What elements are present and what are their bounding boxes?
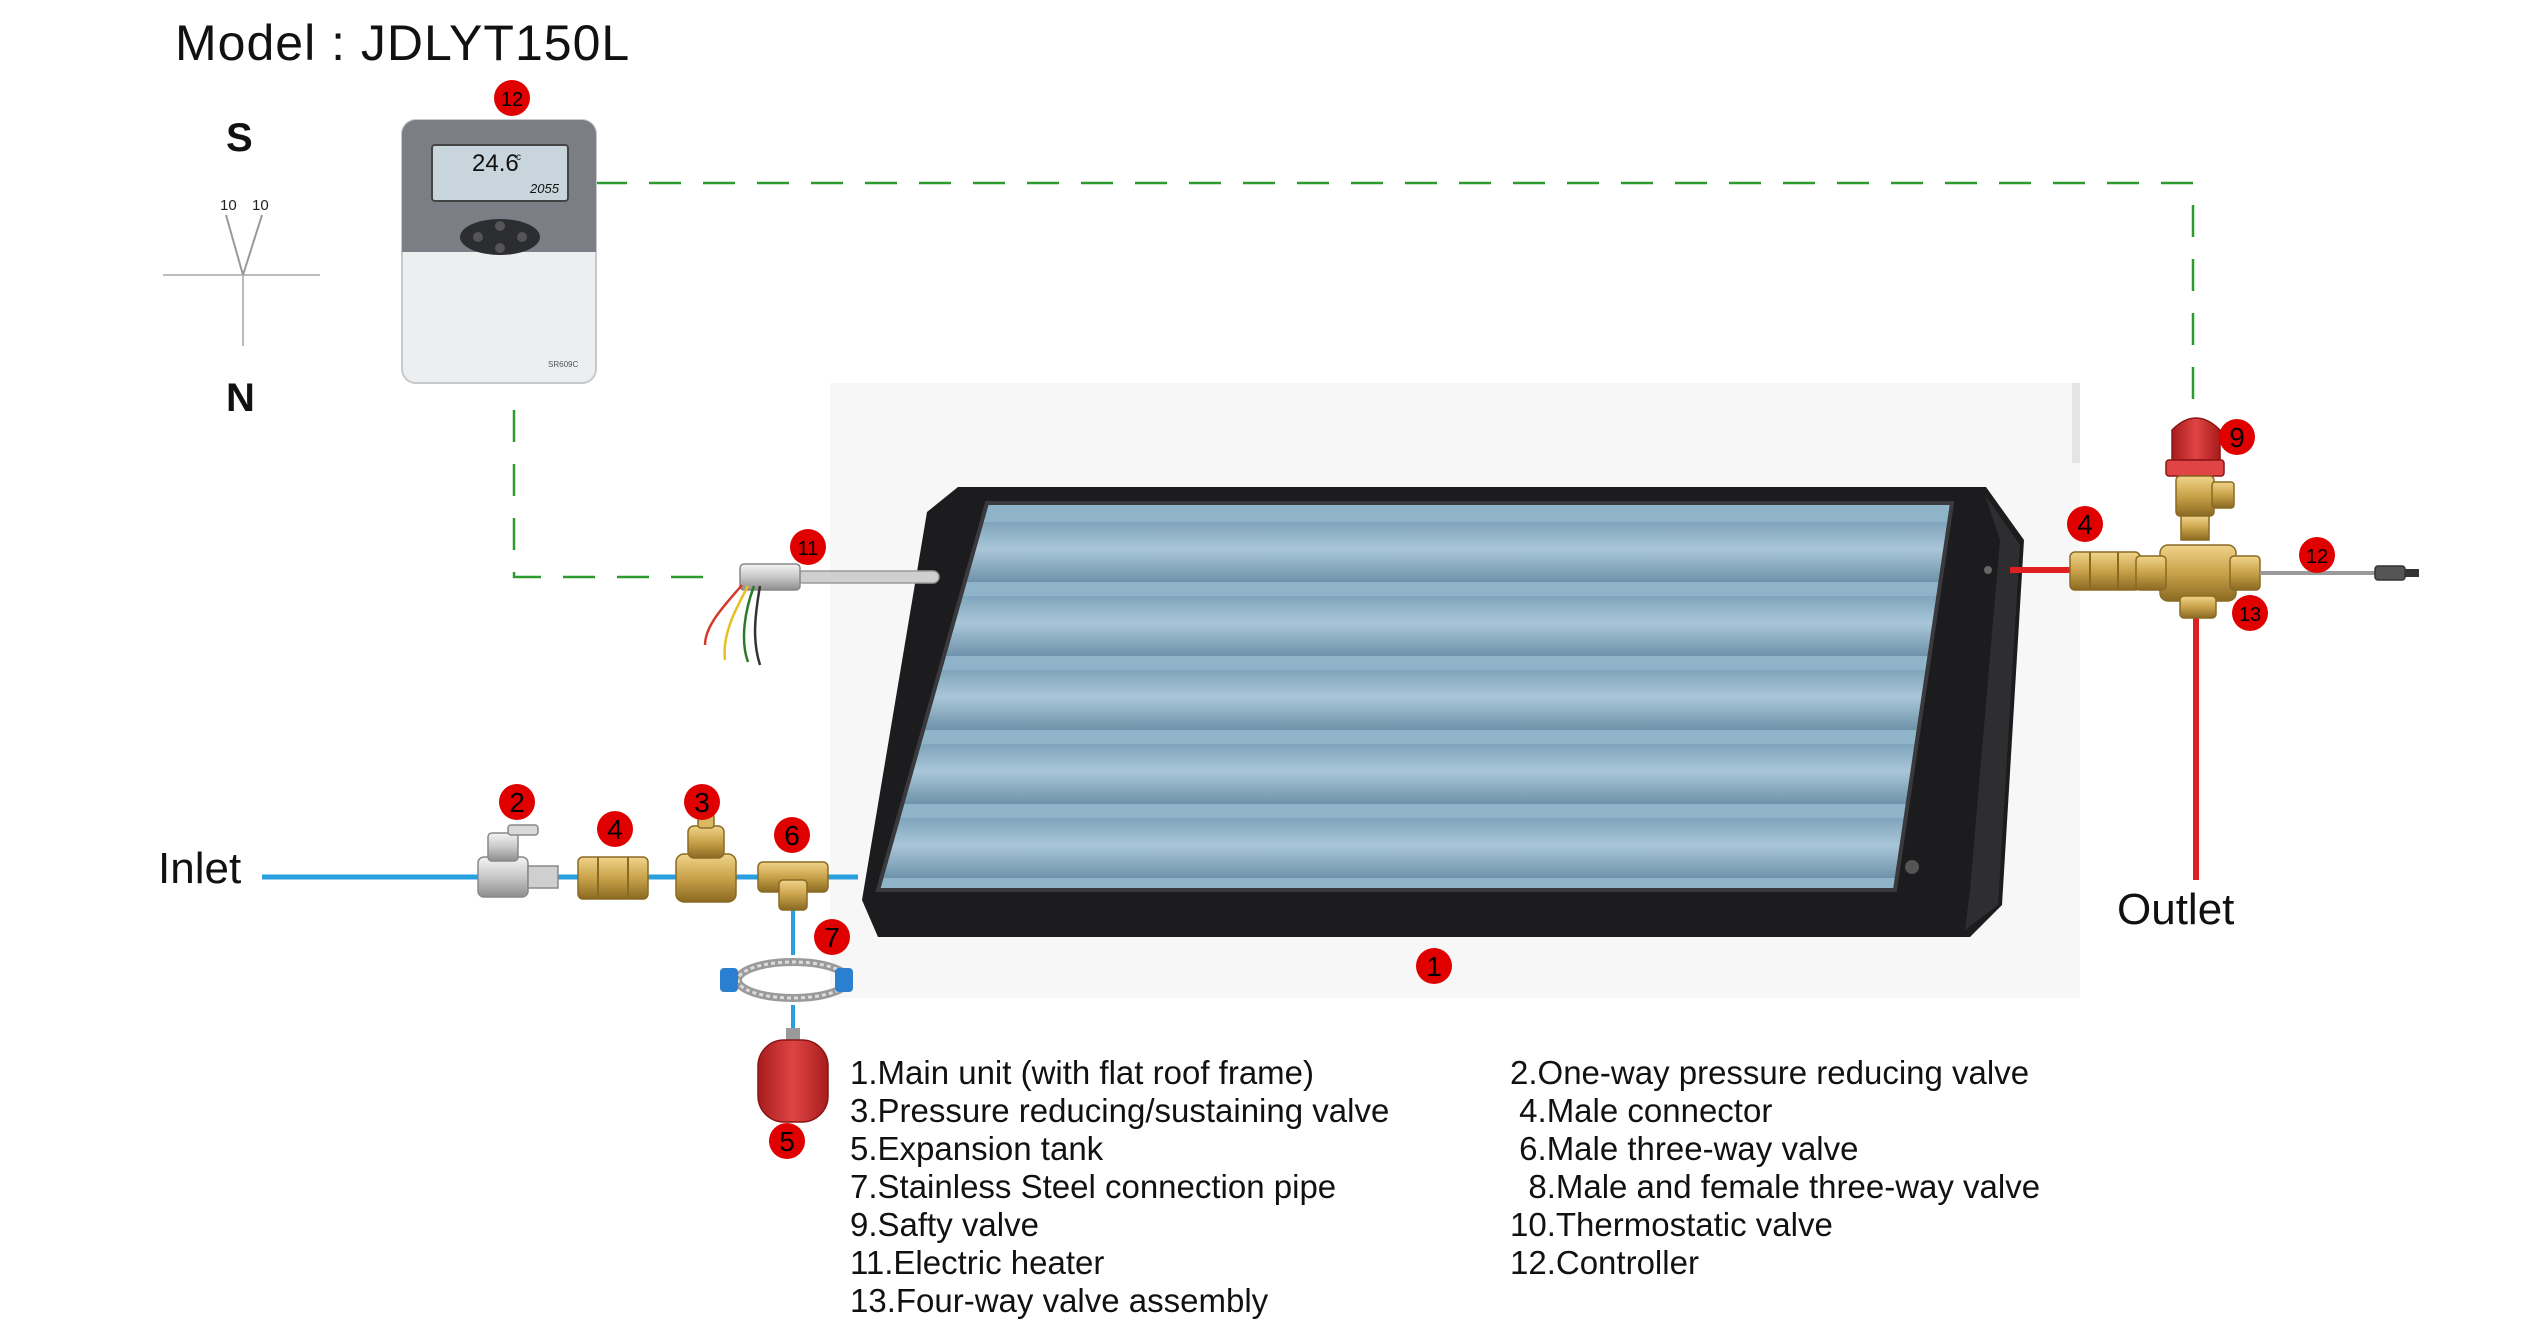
solar-panel (862, 487, 2024, 937)
legend-item: 3.Pressure reducing/sustaining valve (850, 1092, 1390, 1129)
controller: 24.6 c 2055 SR609C (401, 119, 597, 384)
safety-valve (2165, 417, 2235, 541)
svg-text:7: 7 (824, 922, 840, 953)
valve-lever (507, 824, 539, 836)
hose-nut-left (720, 968, 738, 992)
svg-text:4: 4 (2077, 509, 2093, 540)
panel-outlet-port (1984, 566, 1992, 574)
marker-three-way-valve: 6 (774, 817, 810, 853)
inlet-label: Inlet (158, 844, 242, 893)
compass-angle-left: 10 (220, 197, 237, 214)
legend-right-column: 2.One-way pressure reducing valve 4.Male… (1510, 1054, 2040, 1282)
compass-angle-left-line (225, 214, 244, 276)
legend-item: 8.Male and female three-way valve (1510, 1168, 2041, 1205)
part-markers: 1 2 4 3 6 7 5 (494, 80, 2335, 1159)
safety-relief-valve (477, 824, 559, 898)
electric-heater (703, 563, 940, 666)
svg-text:5: 5 (779, 1126, 795, 1157)
marker-controller: 12 (494, 80, 530, 116)
marker-electric-heater: 11 (790, 529, 826, 565)
male-connector-outlet (2069, 551, 2141, 591)
compass-angle-right: 10 (252, 197, 269, 214)
svg-text:1: 1 (1426, 951, 1442, 982)
controller-to-safety-wire (595, 181, 2195, 415)
signal-wires (512, 181, 2195, 579)
legend-item: 2.One-way pressure reducing valve (1510, 1054, 2030, 1091)
svg-text:13: 13 (2239, 604, 2261, 626)
legend-item: 12.Controller (1510, 1244, 1699, 1281)
svg-text:9: 9 (2229, 422, 2245, 453)
marker-main-unit: 1 (1416, 948, 1452, 984)
svg-text:12: 12 (2306, 546, 2328, 568)
marker-safety-valve: 9 (2219, 419, 2255, 455)
marker-male-connector-inlet: 4 (597, 811, 633, 847)
inlet-pipeline (262, 874, 858, 1033)
male-connector-inlet (577, 856, 649, 900)
legend-item: 11.Electric heater (850, 1244, 1105, 1281)
compass-angle-right-line (242, 214, 263, 276)
legend-item: 6.Male three-way valve (1510, 1130, 1859, 1167)
marker-male-connector-outlet: 4 (2067, 506, 2103, 542)
svg-text:6: 6 (784, 820, 800, 851)
marker-pressure-reducing-valve: 2 (499, 784, 535, 820)
hose-nut-right (835, 968, 853, 992)
expansion-tank (757, 1028, 829, 1123)
panel-tubes (878, 522, 1952, 878)
svg-text:4: 4 (607, 814, 623, 845)
legend-item: 5.Expansion tank (850, 1130, 1104, 1167)
marker-expansion-tank: 5 (769, 1123, 805, 1159)
outlet-label: Outlet (2117, 885, 2235, 934)
four-way-valve (2135, 544, 2261, 619)
controller-temp-unit: c (516, 152, 521, 163)
legend-item: 13.Four-way valve assembly (850, 1282, 1269, 1319)
three-way-tee (757, 861, 829, 911)
panel-drain-port (1905, 860, 1919, 874)
controller-time: 2055 (529, 181, 560, 196)
svg-text:2: 2 (509, 787, 525, 818)
svg-text:11: 11 (798, 538, 819, 560)
pressure-sustaining-valve (675, 813, 737, 903)
stainless-hose (720, 958, 853, 1002)
svg-text:3: 3 (694, 787, 710, 818)
outlet-pipeline (2010, 567, 2199, 880)
controller-keypad (460, 219, 540, 255)
legend-item: 4.Male connector (1510, 1092, 1773, 1129)
legend-item: 9.Safty valve (850, 1206, 1039, 1243)
marker-connection-pipe: 7 (814, 919, 850, 955)
legend-item: 1.Main unit (with flat roof frame) (850, 1054, 1314, 1091)
legend-left-column: 1.Main unit (with flat roof frame) 3.Pre… (850, 1054, 1389, 1320)
temperature-sensor-probe (2260, 565, 2419, 581)
marker-sustaining-valve: 3 (684, 784, 720, 820)
model-title: Model : JDLYT150L (175, 15, 631, 71)
compass-north-label: N (226, 376, 255, 420)
marker-four-way-valve: 13 (2232, 595, 2268, 631)
controller-to-heater-wire (512, 410, 715, 579)
controller-model-label: SR609C (548, 360, 578, 369)
legend-item: 7.Stainless Steel connection pipe (850, 1168, 1337, 1205)
controller-lcd (431, 144, 569, 202)
legend-item: 10.Thermostatic valve (1510, 1206, 1833, 1243)
heater-head (739, 563, 801, 591)
controller-temp: 24.6 (472, 150, 519, 177)
compass-south-label: S (226, 116, 253, 160)
svg-text:12: 12 (501, 89, 523, 111)
heater-element (796, 570, 940, 584)
marker-thermostatic-sensor: 12 (2299, 537, 2335, 573)
compass (163, 214, 320, 346)
